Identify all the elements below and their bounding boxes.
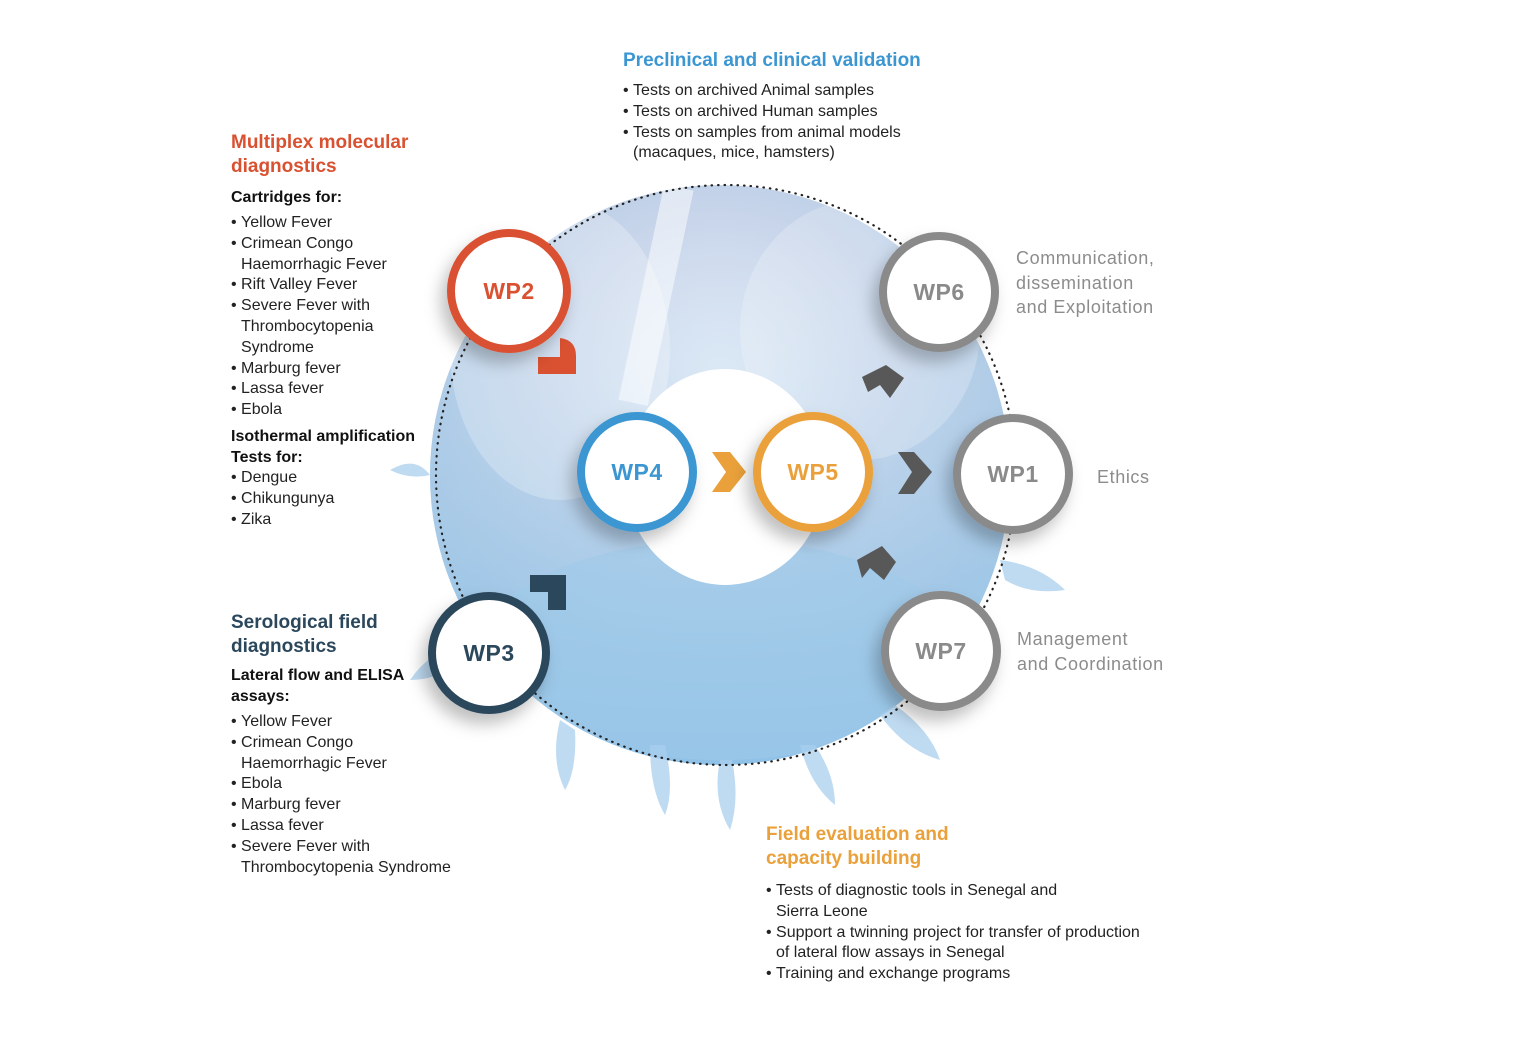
list-item: Tests on archived Animal samples [623, 81, 933, 102]
wp5-node[interactable] [753, 412, 873, 532]
wp5-label: WP5 [787, 459, 839, 485]
list-item: Marburg fever [231, 795, 481, 816]
list-item: Support a twinning project for transfer … [766, 923, 1146, 965]
connector-wp2 [538, 338, 576, 374]
serological-block: Serological field diagnostics Lateral fl… [231, 611, 481, 878]
list-item: Tests on samples from animal models (mac… [623, 123, 933, 165]
field-block: Field evaluation and capacity building T… [766, 823, 1146, 985]
multiplex-title-line2: diagnostics [231, 156, 337, 177]
list-item: Training and exchange programs [766, 964, 1146, 985]
preclinical-list: Tests on archived Animal samples Tests o… [623, 81, 933, 164]
wp6-description-line3: and Exploitation [1016, 297, 1154, 317]
wp7-description-line2: and Coordination [1017, 653, 1164, 674]
list-item: Yellow Fever [231, 213, 401, 234]
connector-wp5-wp1 [898, 452, 932, 494]
cartridges-list: Yellow Fever Crimean Congo Haemorrhagic … [231, 213, 401, 421]
connector-wp4-wp5 [712, 452, 746, 492]
serological-list: Yellow Fever Crimean Congo Haemorrhagic … [231, 712, 481, 878]
wp2-label: WP2 [483, 278, 535, 304]
preclinical-title: Preclinical and clinical validation [623, 50, 921, 71]
assays-label-line1: Lateral flow and ELISA [231, 667, 405, 684]
list-item: Crimean Congo Haemorrhagic Fever [231, 234, 401, 276]
wp2-node[interactable] [447, 229, 571, 353]
assays-label-line2: assays: [231, 688, 290, 705]
wp1-description: Ethics [1097, 467, 1150, 487]
field-title-line1: Field evaluation and [766, 824, 949, 845]
wp1-node[interactable] [953, 414, 1073, 534]
list-item: Tests on archived Human samples [623, 102, 933, 123]
list-item: Severe Fever with Thrombocytopenia Syndr… [231, 837, 486, 879]
wp4-node[interactable] [577, 412, 697, 532]
connector-wp7 [857, 546, 896, 580]
multiplex-title-line1: Multiplex molecular [231, 132, 409, 153]
wp3-node[interactable] [428, 592, 550, 714]
wp6-node[interactable] [879, 232, 999, 352]
list-item: Rift Valley Fever [231, 275, 401, 296]
wp7-description-line1: Management [1017, 629, 1129, 649]
multiplex-block: Multiplex molecular diagnostics Cartridg… [231, 131, 431, 530]
wp3-label: WP3 [463, 640, 515, 666]
wp6-description-line2: dissemination [1016, 272, 1134, 293]
list-item: Chikungunya [231, 489, 431, 510]
isothermal-label-line1: Isothermal amplification [231, 427, 416, 445]
wp7-label: WP7 [915, 638, 967, 664]
serological-title-line1: Serological field [231, 612, 378, 633]
list-item: Dengue [231, 468, 431, 489]
list-item: Lassa fever [231, 816, 481, 837]
list-item: Marburg fever [231, 359, 401, 380]
list-item: Ebola [231, 774, 481, 795]
cartridges-label: Cartridges for: [231, 189, 343, 206]
connector-wp3 [530, 575, 566, 610]
connector-wp6 [862, 365, 904, 398]
list-item: Lassa fever [231, 379, 401, 400]
list-item: Zika [231, 510, 431, 531]
wp1-label: WP1 [987, 461, 1039, 487]
preclinical-block: Preclinical and clinical validation Test… [623, 49, 963, 164]
wp6-label: WP6 [913, 279, 965, 305]
isothermal-list: Dengue Chikungunya Zika [231, 468, 431, 530]
wp4-label: WP4 [611, 459, 663, 485]
serological-title-line2: diagnostics [231, 636, 337, 657]
list-item: Ebola [231, 400, 401, 421]
isothermal-label-line2: Tests for: [231, 448, 303, 466]
field-list: Tests of diagnostic tools in Senegal and… [766, 881, 1146, 985]
list-item: Severe Fever with Thrombocytopenia Syndr… [231, 296, 396, 358]
list-item: Tests of diagnostic tools in Senegal and… [766, 881, 1066, 923]
wp7-node[interactable] [881, 591, 1001, 711]
wp7-description: Management and Coordination [1017, 627, 1164, 676]
field-title-line2: capacity building [766, 848, 922, 869]
wp6-description: Communication, dissemination and Exploit… [1016, 246, 1154, 320]
list-item: Yellow Fever [231, 712, 411, 733]
list-item: Crimean Congo Haemorrhagic Fever [231, 733, 411, 775]
wp6-description-line1: Communication, [1016, 248, 1155, 268]
